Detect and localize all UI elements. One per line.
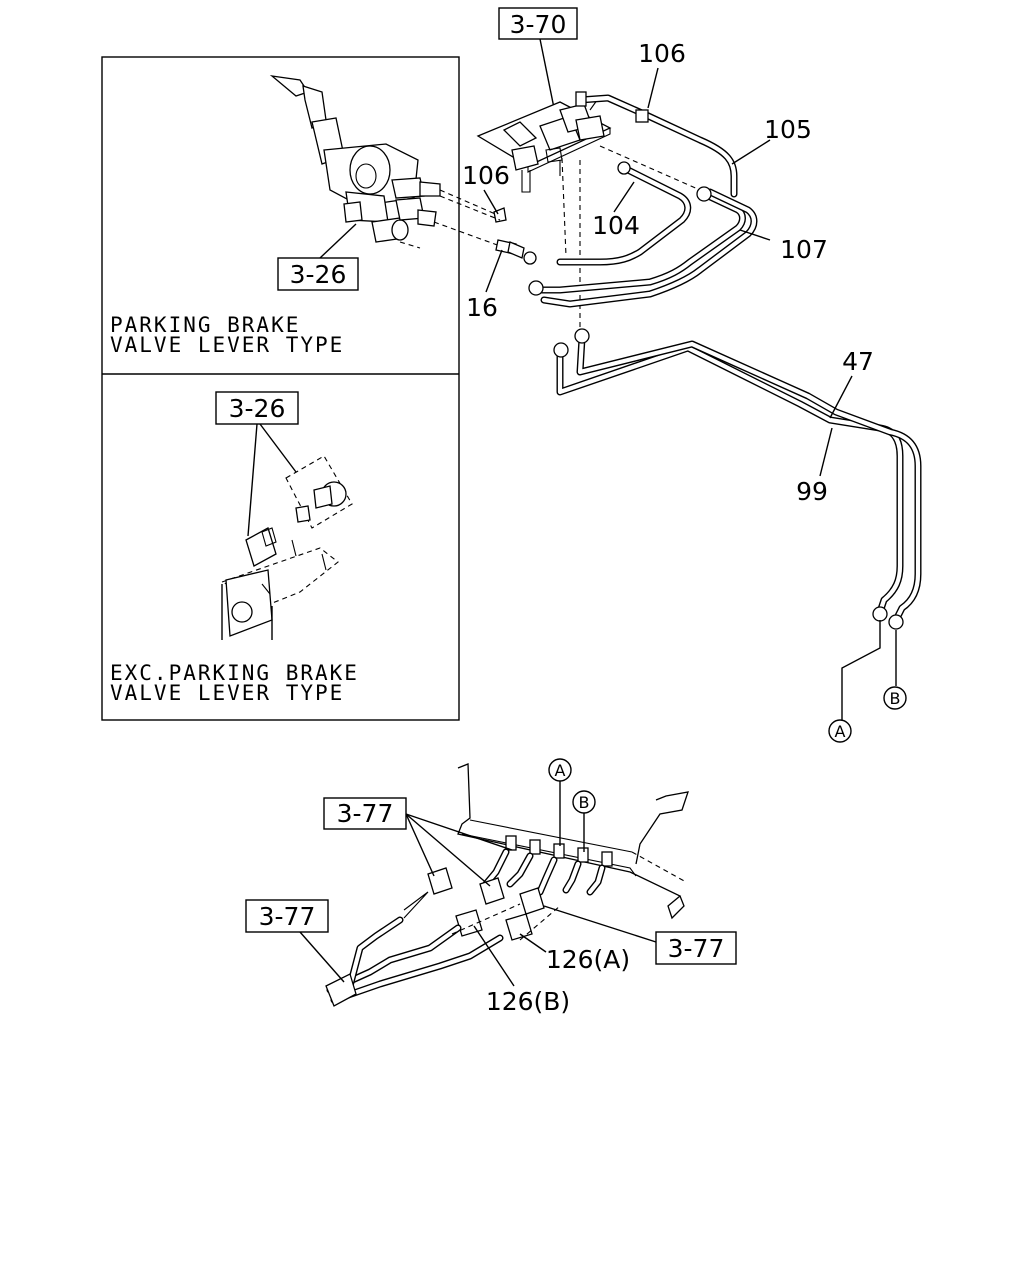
label-105: 105	[764, 115, 812, 144]
leader-47	[829, 375, 853, 419]
pipe-47	[556, 344, 904, 616]
brake-manifold-drawing	[325, 763, 689, 1007]
leader-377a-2	[405, 813, 491, 887]
label-106b: 106	[462, 161, 510, 190]
bracket-assembly-drawing	[220, 455, 353, 640]
caption-parking-line2: VALVE LEVER TYPE	[110, 333, 344, 357]
ref-box-370	[498, 7, 578, 40]
leader-326a	[319, 223, 357, 259]
leader-126b	[473, 925, 515, 987]
leader-370	[539, 38, 555, 109]
marker-a-bottom-label: A	[555, 761, 566, 780]
leader-126a	[519, 933, 547, 953]
ref-box-377a	[323, 797, 407, 830]
leader-104	[613, 181, 635, 213]
ref-370: 3-70	[510, 10, 567, 39]
leader-16	[485, 249, 503, 293]
label-99: 99	[796, 477, 828, 506]
marker-a-top-label: A	[835, 722, 846, 741]
leader-a-top	[841, 620, 881, 720]
marker-a-top	[828, 719, 852, 743]
label-104: 104	[592, 211, 640, 240]
leader-106b	[483, 189, 499, 215]
ref-326b: 3-26	[229, 394, 286, 423]
marker-b-top	[883, 686, 907, 710]
ref-377a: 3-77	[337, 799, 394, 828]
label-16: 16	[466, 293, 498, 322]
leader-107	[739, 229, 771, 241]
pipe-107	[536, 190, 746, 294]
label-126b: 126(B)	[486, 987, 570, 1016]
ref-377b: 3-77	[259, 902, 316, 931]
inset-frame	[101, 56, 460, 721]
leader-106a	[647, 67, 659, 109]
label-47: 47	[842, 347, 874, 376]
leader-105	[731, 139, 771, 165]
leader-99	[819, 427, 833, 477]
ref-box-326a	[277, 257, 359, 291]
ref-box-377b	[245, 899, 329, 933]
label-126a: 126(A)	[546, 945, 630, 974]
leader-326b-a	[247, 423, 258, 537]
caption-exc-line1: EXC.PARKING BRAKE	[110, 661, 359, 685]
ref-377c: 3-77	[668, 934, 725, 963]
leader-377b	[299, 931, 345, 983]
leader-377a-1	[405, 813, 435, 877]
leader-377a-3	[405, 813, 513, 851]
label-106a: 106	[638, 39, 686, 68]
leader-326b-b	[259, 423, 297, 473]
ref-326a: 3-26	[290, 260, 347, 289]
marker-b-bottom-label: B	[579, 793, 590, 812]
parking-brake-valve-drawing	[269, 75, 501, 249]
label-107: 107	[780, 235, 828, 264]
brake-valve-block	[476, 95, 701, 330]
clamp-106a	[635, 109, 649, 123]
caption-parking-line1: PARKING BRAKE	[110, 313, 300, 337]
caption-exc-line2: VALVE LEVER TYPE	[110, 681, 344, 705]
marker-b-top-label: B	[890, 689, 901, 708]
ref-box-377c	[655, 931, 737, 965]
leader-377c	[543, 905, 657, 943]
